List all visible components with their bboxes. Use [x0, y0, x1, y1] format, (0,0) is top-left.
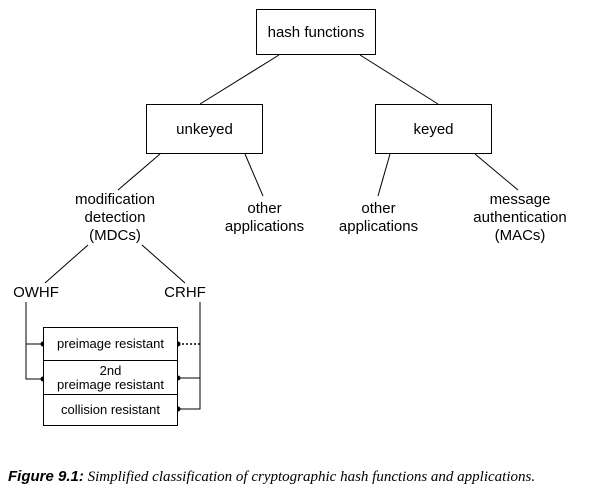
other-unkeyed-line1: other — [247, 200, 282, 217]
node-owhf: OWHF — [13, 284, 59, 301]
edge-keyed-mac — [474, 153, 519, 191]
node-other-applications-unkeyed: other applications — [212, 200, 317, 236]
node-message-authentication: message authentication (MACs) — [465, 191, 575, 245]
edge-root-unkeyed — [199, 54, 280, 105]
edge-unkeyed-mdc — [117, 153, 161, 191]
property-preimage-resistant: preimage resistant — [43, 327, 178, 361]
crhf-bracket — [178, 302, 201, 410]
mac-line1: message — [489, 191, 551, 208]
property-second-preimage-resistant: 2nd preimage resistant — [43, 360, 178, 395]
mac-line3: (MACs) — [494, 227, 546, 244]
other-keyed-line1: other — [361, 200, 396, 217]
node-unkeyed-label: unkeyed — [176, 120, 233, 138]
edge-keyed-other — [377, 153, 391, 197]
figure-caption: Figure 9.1: Simplified classification of… — [8, 468, 588, 486]
figure-label: Figure 9.1: — [8, 468, 84, 485]
node-crhf: CRHF — [164, 284, 206, 301]
node-keyed-label: keyed — [413, 120, 454, 138]
edge-root-keyed — [359, 54, 439, 105]
property-collision-resistant: collision resistant — [43, 394, 178, 426]
property-second-line1: 2nd — [99, 362, 122, 378]
figure-caption-text: Simplified classification of cryptograph… — [87, 469, 536, 485]
property-second-line2: preimage resistant — [57, 376, 164, 392]
mdc-line3: (MDCs) — [89, 227, 141, 244]
property-preimage-label: preimage resistant — [57, 336, 164, 351]
property-collision-label: collision resistant — [61, 402, 160, 417]
node-keyed: keyed — [375, 104, 492, 154]
node-other-applications-keyed: other applications — [326, 200, 431, 236]
mdc-line1: modification — [74, 191, 156, 208]
edge-unkeyed-other — [244, 153, 264, 197]
edge-mdc-owhf — [44, 244, 89, 284]
node-modification-detection: modification detection (MDCs) — [50, 191, 180, 245]
edge-mdc-crhf — [141, 244, 186, 284]
mac-line2: authentication — [473, 209, 567, 226]
node-unkeyed: unkeyed — [146, 104, 263, 154]
owhf-bracket — [25, 302, 43, 380]
node-hash-functions: hash functions — [256, 9, 376, 55]
mdc-line2: detection — [84, 209, 146, 226]
other-unkeyed-line2: applications — [224, 218, 305, 235]
other-keyed-line2: applications — [338, 218, 419, 235]
node-hash-functions-label: hash functions — [267, 23, 365, 41]
